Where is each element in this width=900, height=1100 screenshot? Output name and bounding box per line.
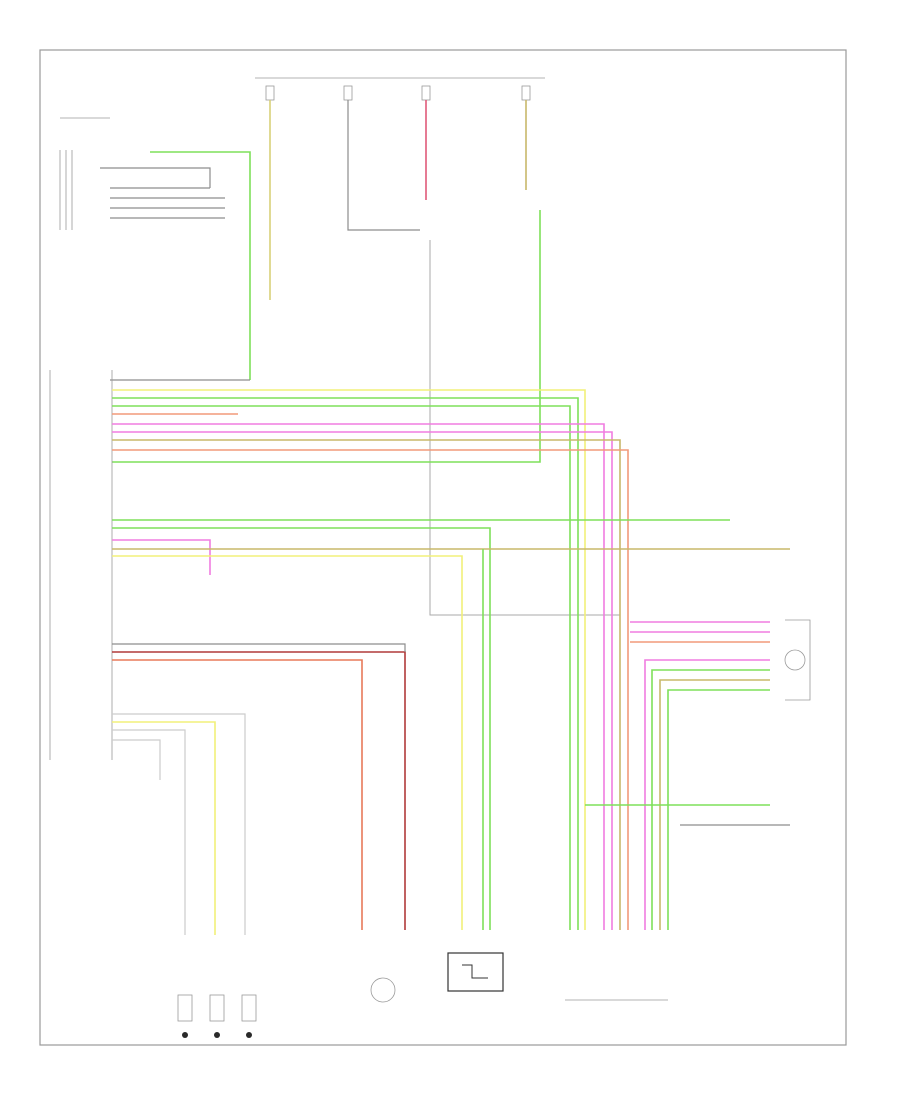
transmission-sensor xyxy=(630,619,811,930)
wire-stop-lamp xyxy=(112,210,541,463)
solenoid-group xyxy=(177,994,257,1038)
wire-ecm-10 xyxy=(112,527,491,930)
wire-ecm-14 xyxy=(112,651,406,930)
wire-ecm-8 xyxy=(112,449,629,930)
wire-ecm-5 xyxy=(112,423,605,930)
wire-ecm-17 xyxy=(112,721,216,935)
wire-ecm-7 xyxy=(112,439,621,930)
wire-brake-down xyxy=(429,240,620,616)
wire-fuse2-down xyxy=(347,100,420,231)
wire-ecm-1 xyxy=(112,389,586,930)
wire-ecm-3 xyxy=(112,405,571,930)
wire-ecm-gray xyxy=(112,643,406,652)
wire-ecm-6 xyxy=(112,431,613,930)
left-relay-block xyxy=(59,117,225,230)
bottom-sensor-box xyxy=(447,952,504,992)
wire-ecm-16 xyxy=(112,713,246,935)
wire-ecm-13 xyxy=(112,555,463,930)
ecm-block xyxy=(49,370,113,760)
wire-ecm-19 xyxy=(112,739,161,780)
wire-ecm-2 xyxy=(112,397,579,930)
wire-ecm-18 xyxy=(112,729,186,935)
wire-green-relay xyxy=(150,151,251,380)
wire-ecm-15 xyxy=(112,659,363,930)
wire-ecm-11 xyxy=(112,539,211,575)
diagram-frame xyxy=(39,49,847,1046)
fuse-row xyxy=(255,77,545,101)
bottom-speed-sensor xyxy=(370,977,396,1003)
